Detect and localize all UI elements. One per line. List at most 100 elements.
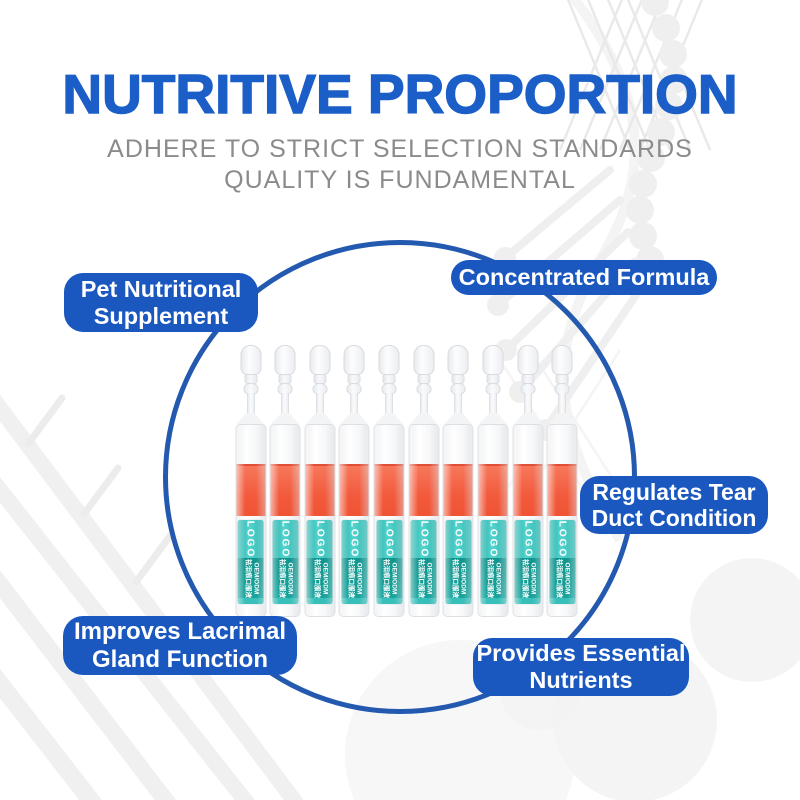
label-logo-text: LOGO xyxy=(279,520,291,558)
liquid-fill xyxy=(478,464,508,516)
label-band-text: OEM/ODM 祛泪痕口服液 xyxy=(450,558,466,598)
label-band-text: OEM/ODM 祛泪痕口服液 xyxy=(346,559,363,598)
ampoule: LOGO OEM/ODM 祛泪痕口服液 xyxy=(511,343,544,617)
label-product-name: 祛泪痕口服液 xyxy=(451,558,459,598)
label-bottom-strip xyxy=(410,598,437,604)
label-band: OEM/ODM 祛泪痕口服液 xyxy=(341,558,368,598)
liquid-fill xyxy=(339,464,369,516)
label-logo-section: LOGO xyxy=(445,520,472,558)
badge-line: Nutrients xyxy=(529,667,633,693)
label-oem-text: OEM/ODM xyxy=(390,562,398,594)
ampoule-cap xyxy=(482,345,504,375)
liquid-fill xyxy=(305,464,335,516)
label-band-text: OEM/ODM 祛泪痕口服液 xyxy=(554,559,570,598)
ampoule-neck xyxy=(523,393,532,415)
label-oem-text: OEM/ODM xyxy=(251,562,259,594)
ampoule: LOGO OEM/ODM 祛泪痕口服液 xyxy=(373,343,406,617)
badge-line: Improves Lacrimal xyxy=(73,618,287,646)
label-bottom-strip xyxy=(341,598,368,604)
label-band: OEM/ODM 祛泪痕口服液 xyxy=(549,558,576,598)
label-logo-section: LOGO xyxy=(237,520,264,558)
ampoule-neck xyxy=(489,393,498,415)
ampoule-cap xyxy=(309,345,331,375)
ampoule-body: LOGO OEM/ODM 祛泪痕口服液 xyxy=(269,424,301,617)
ampoule-neck xyxy=(454,393,463,415)
ampoule-neck xyxy=(350,393,359,415)
label-band-text: OEM/ODM 祛泪痕口服液 xyxy=(277,559,293,598)
label-logo-section: LOGO xyxy=(341,520,368,558)
label-band: OEM/ODM 祛泪痕口服液 xyxy=(410,558,437,598)
ampoule-neck xyxy=(281,393,290,415)
ampoule: LOGO OEM/ODM 祛泪痕口服液 xyxy=(442,343,475,617)
label-logo-text: LOGO xyxy=(556,520,568,558)
ampoule-neck xyxy=(315,393,324,415)
ampoule-cap xyxy=(343,345,365,375)
badge-pet-nutritional-supplement: Pet Nutritional Supplement xyxy=(64,273,258,332)
ampoule: LOGO OEM/ODM 祛泪痕口服液 xyxy=(407,343,440,617)
label-band-text: OEM/ODM 祛泪痕口服液 xyxy=(519,559,536,598)
ampoule: LOGO OEM/ODM 祛泪痕口服液 xyxy=(303,343,336,617)
liquid-fill xyxy=(270,464,300,516)
subtitle-line-2: QUALITY IS FUNDAMENTAL xyxy=(224,166,576,194)
label-band-text: OEM/ODM 祛泪痕口服液 xyxy=(311,559,328,598)
product-label: LOGO OEM/ODM 祛泪痕口服液 xyxy=(376,520,403,604)
label-band: OEM/ODM 祛泪痕口服液 xyxy=(272,558,299,598)
product-label: LOGO OEM/ODM 祛泪痕口服液 xyxy=(514,520,541,604)
badge-regulates-tear-duct-condition: Regulates Tear Duct Condition xyxy=(580,476,768,534)
ampoule-cap xyxy=(378,345,400,375)
ampoule-row: LOGO OEM/ODM 祛泪痕口服液 xyxy=(234,343,579,617)
ampoule-neck xyxy=(419,393,428,415)
ampoule-cap xyxy=(274,345,296,375)
label-logo-text: LOGO xyxy=(245,520,257,558)
ampoule-body: LOGO OEM/ODM 祛泪痕口服液 xyxy=(512,424,544,617)
label-logo-text: LOGO xyxy=(418,520,430,558)
product-label: LOGO OEM/ODM 祛泪痕口服液 xyxy=(272,520,299,604)
label-oem-text: OEM/ODM xyxy=(529,562,537,594)
ampoule-body: LOGO OEM/ODM 祛泪痕口服液 xyxy=(477,424,509,617)
product-label: LOGO OEM/ODM 祛泪痕口服液 xyxy=(549,520,576,604)
label-logo-section: LOGO xyxy=(480,520,507,558)
label-product-name: 祛泪痕口服液 xyxy=(416,558,424,598)
label-band: OEM/ODM 祛泪痕口服液 xyxy=(514,558,541,598)
ampoule: LOGO OEM/ODM 祛泪痕口服液 xyxy=(338,343,371,617)
label-oem-text: OEM/ODM xyxy=(321,562,329,594)
label-oem-text: OEM/ODM xyxy=(355,562,363,594)
label-bottom-strip xyxy=(549,598,576,604)
ampoule-body: LOGO OEM/ODM 祛泪痕口服液 xyxy=(546,424,578,617)
ampoule-body: LOGO OEM/ODM 祛泪痕口服液 xyxy=(235,424,266,617)
badge-line: Provides Essential xyxy=(476,640,686,667)
label-band: OEM/ODM 祛泪痕口服液 xyxy=(480,558,507,598)
label-bottom-strip xyxy=(272,598,299,604)
badge-line: Pet Nutritional xyxy=(80,275,242,302)
liquid-fill xyxy=(409,464,439,516)
label-product-name: 祛泪痕口服液 xyxy=(486,558,494,598)
badge-line: Duct Condition xyxy=(591,505,757,531)
label-product-name: 祛泪痕口服液 xyxy=(520,558,528,598)
label-band: OEM/ODM 祛泪痕口服液 xyxy=(376,558,403,598)
ampoule-neck xyxy=(385,393,394,415)
label-band-text: OEM/ODM 祛泪痕口服液 xyxy=(381,559,398,598)
ampoule-cap xyxy=(551,345,573,375)
subtitle-line-1: ADHERE TO STRICT SELECTION STANDARDS xyxy=(107,135,693,163)
badge-line: Regulates Tear xyxy=(592,479,756,506)
label-oem-text: OEM/ODM xyxy=(494,562,502,594)
ampoule: LOGO OEM/ODM 祛泪痕口服液 xyxy=(546,343,579,617)
label-band-text: OEM/ODM 祛泪痕口服液 xyxy=(242,559,259,598)
product-label: LOGO OEM/ODM 祛泪痕口服液 xyxy=(445,520,472,604)
ampoule: LOGO OEM/ODM 祛泪痕口服液 xyxy=(234,343,267,617)
badge-line: Supplement xyxy=(93,302,229,329)
product-label: LOGO OEM/ODM 祛泪痕口服液 xyxy=(410,520,437,604)
product-label: LOGO OEM/ODM 祛泪痕口服液 xyxy=(306,520,333,604)
label-logo-section: LOGO xyxy=(549,520,576,558)
label-bottom-strip xyxy=(306,598,333,604)
product-label: LOGO OEM/ODM 祛泪痕口服液 xyxy=(237,520,264,604)
label-logo-section: LOGO xyxy=(514,520,541,558)
ampoule-body: LOGO OEM/ODM 祛泪痕口服液 xyxy=(304,424,336,617)
badge-concentrated-formula: Concentrated Formula xyxy=(451,260,717,295)
ampoule-cap xyxy=(517,345,539,375)
badge-line: Concentrated Formula xyxy=(458,264,710,291)
label-logo-section: LOGO xyxy=(376,520,403,558)
label-oem-text: OEM/ODM xyxy=(425,562,433,594)
label-bottom-strip xyxy=(514,598,541,604)
ampoule-cap xyxy=(447,345,469,375)
